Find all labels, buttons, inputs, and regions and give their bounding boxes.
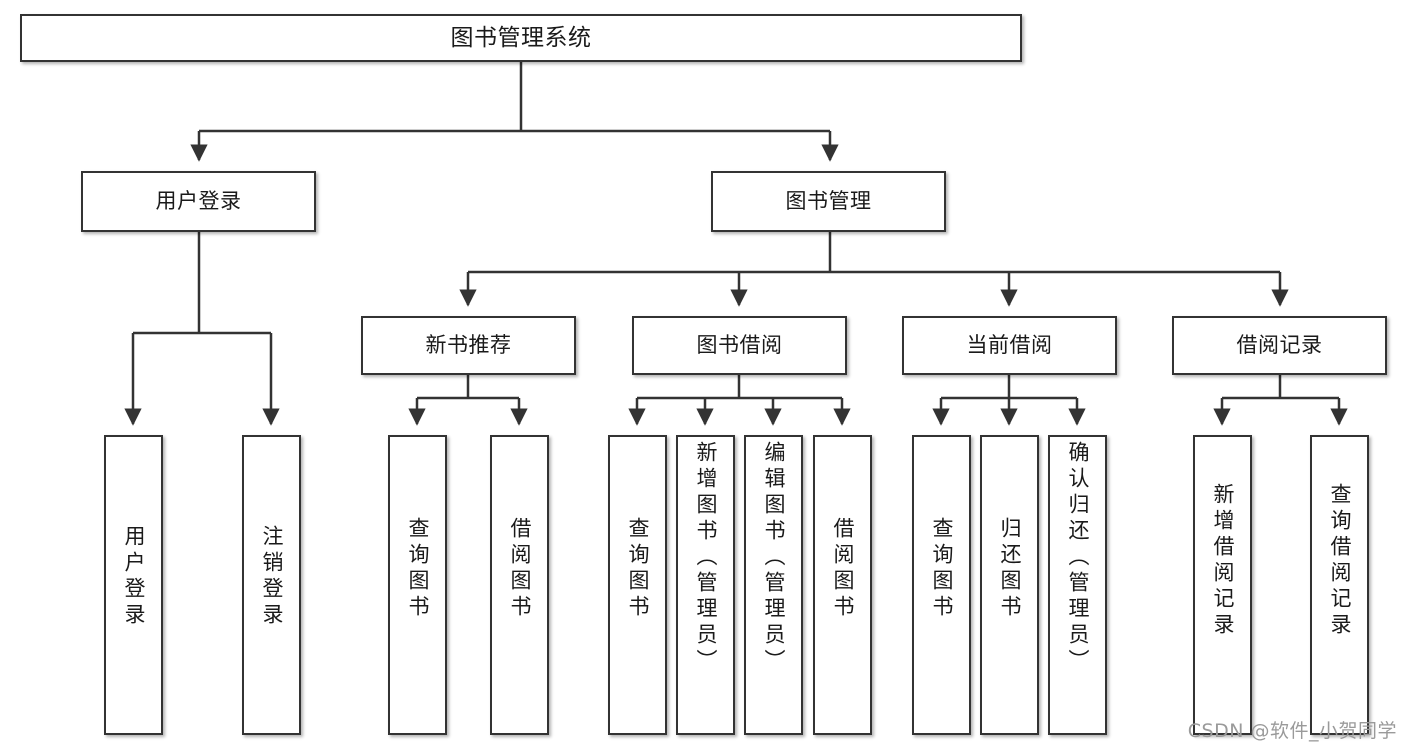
node-leaf-logout[interactable]: 注销登录 (242, 435, 301, 735)
node-leaf-borrow-book-recommend-label: 借阅图书 (508, 517, 532, 621)
node-leaf-query-borrow-record[interactable]: 查询借阅记录 (1310, 435, 1369, 735)
node-borrow-record-label: 借阅记录 (1236, 333, 1323, 358)
node-leaf-query-book-current[interactable]: 查询图书 (912, 435, 971, 735)
node-borrow-record[interactable]: 借阅记录 (1172, 316, 1387, 375)
node-user-login[interactable]: 用户登录 (81, 171, 316, 232)
node-leaf-logout-label: 注销登录 (260, 525, 284, 629)
node-leaf-confirm-return-admin-label: 确认归还（管理员） (1066, 441, 1090, 675)
node-leaf-return-book-label: 归还图书 (998, 517, 1022, 621)
node-leaf-confirm-return-admin[interactable]: 确认归还（管理员） (1048, 435, 1107, 735)
node-book-management[interactable]: 图书管理 (711, 171, 946, 232)
node-leaf-user-login-label: 用户登录 (122, 525, 146, 629)
node-book-management-label: 图书管理 (785, 189, 872, 214)
node-leaf-user-login[interactable]: 用户登录 (104, 435, 163, 735)
node-leaf-borrow-book-label: 借阅图书 (831, 517, 855, 621)
node-leaf-edit-book-admin-label: 编辑图书（管理员） (762, 441, 786, 675)
node-leaf-query-book-current-label: 查询图书 (930, 517, 954, 621)
node-leaf-query-book-borrow-label: 查询图书 (626, 517, 650, 621)
node-leaf-query-book-recommend[interactable]: 查询图书 (388, 435, 447, 735)
node-leaf-query-book-recommend-label: 查询图书 (406, 517, 430, 621)
node-root-system[interactable]: 图书管理系统 (20, 14, 1022, 62)
node-leaf-edit-book-admin[interactable]: 编辑图书（管理员） (744, 435, 803, 735)
node-leaf-add-borrow-record-label: 新增借阅记录 (1211, 483, 1235, 639)
node-leaf-query-book-borrow[interactable]: 查询图书 (608, 435, 667, 735)
node-leaf-add-book-admin-label: 新增图书（管理员） (694, 441, 718, 675)
node-leaf-query-borrow-record-label: 查询借阅记录 (1328, 483, 1352, 639)
node-root-system-label: 图书管理系统 (450, 24, 592, 51)
node-book-borrow[interactable]: 图书借阅 (632, 316, 847, 375)
node-leaf-borrow-book-recommend[interactable]: 借阅图书 (490, 435, 549, 735)
node-leaf-borrow-book[interactable]: 借阅图书 (813, 435, 872, 735)
node-new-book-recommend[interactable]: 新书推荐 (361, 316, 576, 375)
node-leaf-return-book[interactable]: 归还图书 (980, 435, 1039, 735)
node-new-book-recommend-label: 新书推荐 (425, 333, 512, 358)
node-user-login-label: 用户登录 (155, 189, 242, 214)
node-current-borrow[interactable]: 当前借阅 (902, 316, 1117, 375)
node-leaf-add-book-admin[interactable]: 新增图书（管理员） (676, 435, 735, 735)
node-book-borrow-label: 图书借阅 (696, 333, 783, 358)
node-leaf-add-borrow-record[interactable]: 新增借阅记录 (1193, 435, 1252, 735)
node-current-borrow-label: 当前借阅 (966, 333, 1053, 358)
